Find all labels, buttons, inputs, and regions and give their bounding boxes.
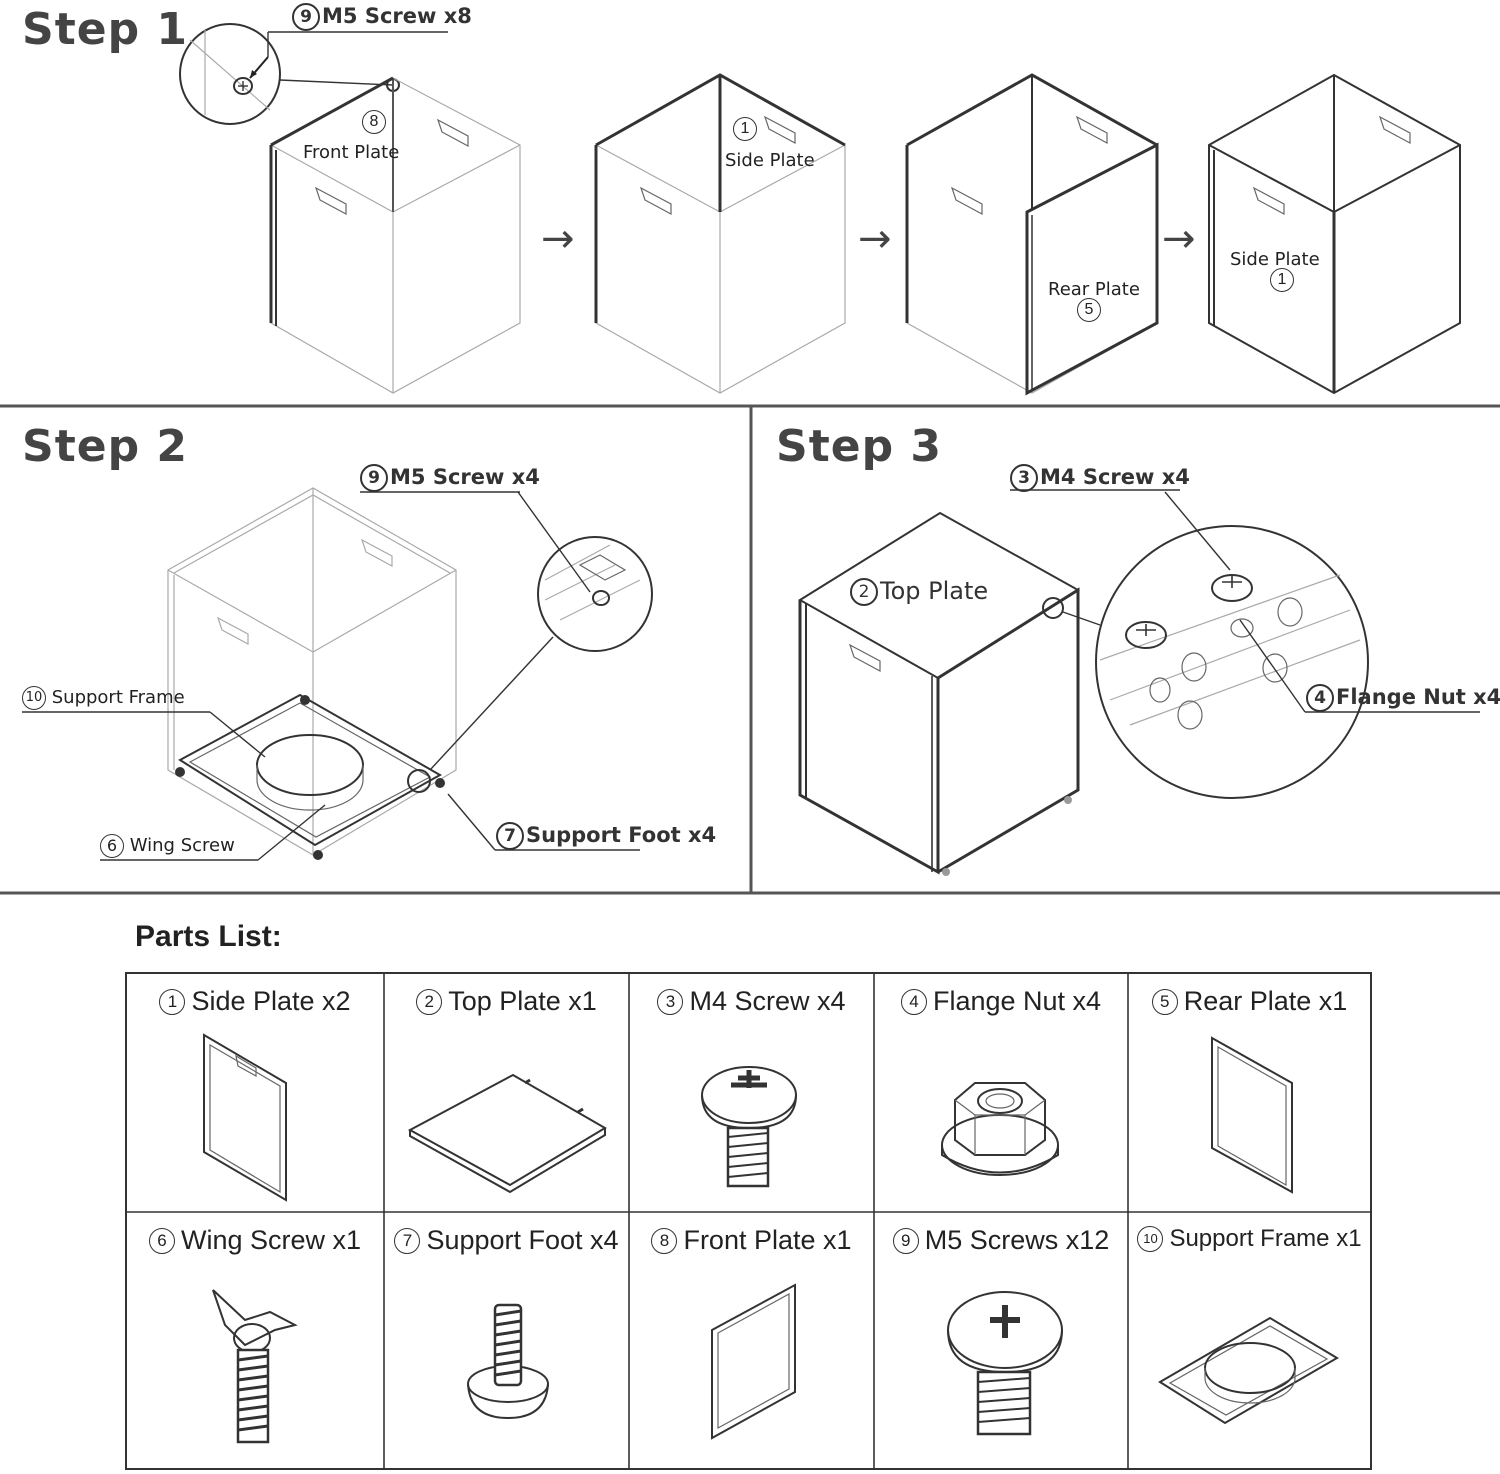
step1-cabinet-rear [905, 73, 1159, 396]
step1-arrow-3: → [1162, 216, 1196, 262]
step1-rear-plate-num: 5 [1077, 298, 1101, 322]
step1-cabinet-side [594, 73, 846, 394]
step2-title: Step 2 [22, 421, 188, 472]
step3-nut-text: Flange Nut x4 [1336, 685, 1500, 709]
step1-side-plate-num-b: 1 [1270, 268, 1294, 292]
top-plate-icon [407, 1073, 607, 1194]
step1-diagram: → → → [179, 23, 1461, 396]
step1-side-plate-label-b: Side Plate [1230, 249, 1320, 270]
step1-side-plate-num-a: 1 [733, 117, 757, 141]
flange-nut-icon [941, 1082, 1059, 1176]
step1-front-plate-label: Front Plate [303, 142, 400, 163]
front-plate-icon [711, 1283, 796, 1440]
step2-screw-text: M5 Screw x4 [390, 465, 540, 489]
step2-wing-label: 6 Wing Screw [100, 834, 235, 858]
m5-screw-icon [947, 1291, 1063, 1436]
support-foot-icon [467, 1303, 549, 1420]
step1-rear-plate-label: Rear Plate [1048, 279, 1140, 300]
step1-front-plate-num: 8 [362, 110, 386, 134]
wing-screw-icon [212, 1289, 298, 1444]
step1-magnifier [179, 23, 448, 125]
support-frame-icon [1158, 1316, 1339, 1425]
step1-side-plate-label-a: Side Plate [725, 150, 815, 171]
side-plate-icon [203, 1033, 287, 1202]
step1-arrow-1: → [541, 216, 575, 262]
step3-nut-num: 4 [1306, 684, 1334, 712]
step3-title: Step 3 [776, 421, 942, 472]
m4-screw-icon [701, 1066, 797, 1188]
step1-cabinet-front [269, 76, 521, 394]
step3-screw-num: 3 [1010, 464, 1038, 492]
step1-screw-num: 9 [292, 3, 320, 31]
step3-diagram [798, 489, 1480, 876]
step1-screw-text: M5 Screw x8 [322, 4, 472, 28]
step3-screw-text: M4 Screw x4 [1040, 465, 1190, 489]
step1-arrow-2: → [858, 216, 892, 262]
step2-screw-num: 9 [360, 464, 388, 492]
step2-foot-num: 7 [496, 822, 524, 850]
step2-foot-text: Support Foot x4 [526, 823, 717, 847]
step1-cabinet-complete [1208, 73, 1461, 395]
step2-diagram [22, 487, 653, 861]
parts-list-title: Parts List: [135, 920, 282, 953]
step1-title: Step 1 [22, 4, 188, 55]
rear-plate-icon [1211, 1036, 1293, 1194]
step2-frame-label: 10 Support Frame [22, 686, 185, 710]
